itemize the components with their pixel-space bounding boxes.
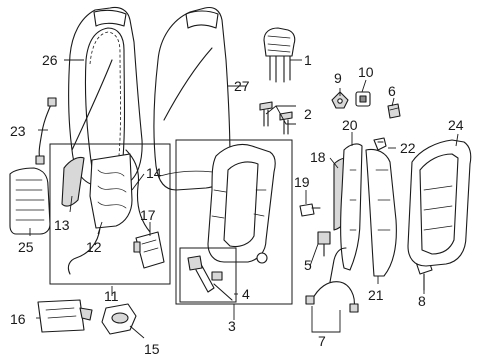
part-5-connector[interactable] <box>317 231 331 257</box>
part-6-fastener[interactable] <box>387 103 401 119</box>
callout-21: 21 <box>368 287 384 303</box>
callout-26: 26 <box>42 52 58 68</box>
callout-1: 1 <box>304 52 312 68</box>
callout-23: 23 <box>10 123 26 139</box>
part-12-heater-mat[interactable] <box>67 153 133 275</box>
part-1-headrest-guide[interactable] <box>263 27 296 83</box>
callout-17: 17 <box>140 207 156 223</box>
part-19-bracket[interactable] <box>299 203 321 217</box>
callout-12: 12 <box>86 239 102 255</box>
callout-7: 7 <box>318 333 326 349</box>
callout-16: 16 <box>10 311 26 327</box>
part-2-pins[interactable] <box>259 101 293 135</box>
callout-2: 2 <box>304 106 312 122</box>
part-4-bolt[interactable] <box>187 255 233 301</box>
callout-18: 18 <box>310 149 326 165</box>
callout-19: 19 <box>294 174 310 190</box>
part-16-switch-module[interactable] <box>37 299 93 333</box>
part-22-clip[interactable] <box>373 137 387 151</box>
callout-labels: 26 27 1 2 9 10 6 22 24 23 25 13 12 14 17… <box>10 52 464 357</box>
part-4-sub-box <box>179 247 237 303</box>
part-15-switch[interactable] <box>101 303 137 335</box>
callout-22: 22 <box>400 140 416 156</box>
part-17-module[interactable] <box>133 231 165 269</box>
callout-24: 24 <box>448 117 464 133</box>
part-9-clip[interactable] <box>331 91 349 109</box>
part-10-clip[interactable] <box>355 91 371 107</box>
part-3-seatback-frame[interactable] <box>207 143 276 264</box>
part-11-group-box <box>49 143 171 285</box>
part-13-strip[interactable] <box>61 156 85 207</box>
callout-13: 13 <box>54 217 70 233</box>
leader-lines <box>29 59 459 339</box>
part-21-side-panel[interactable] <box>365 148 397 277</box>
callout-11: 11 <box>104 288 119 304</box>
part-23-cable[interactable] <box>35 97 57 165</box>
callout-10: 10 <box>358 64 374 80</box>
callout-4: 4 <box>242 286 250 302</box>
part-25-back-panel[interactable] <box>9 167 51 235</box>
callout-14: 14 <box>146 165 162 181</box>
part-14-wiring[interactable] <box>125 149 151 233</box>
part-20-side-rail[interactable] <box>340 143 363 271</box>
callout-9: 9 <box>334 70 342 86</box>
callout-27: 27 <box>234 78 250 94</box>
callout-6: 6 <box>388 83 396 99</box>
callout-8: 8 <box>418 293 426 309</box>
callout-25: 25 <box>18 239 34 255</box>
callout-5: 5 <box>304 257 312 273</box>
callout-3: 3 <box>228 318 236 334</box>
part-26-seatback-cover[interactable] <box>68 6 143 187</box>
callout-20: 20 <box>342 117 358 133</box>
part-24-back-shell[interactable] <box>407 139 472 267</box>
callout-15: 15 <box>144 341 160 357</box>
part-7-cable[interactable] <box>305 247 359 313</box>
